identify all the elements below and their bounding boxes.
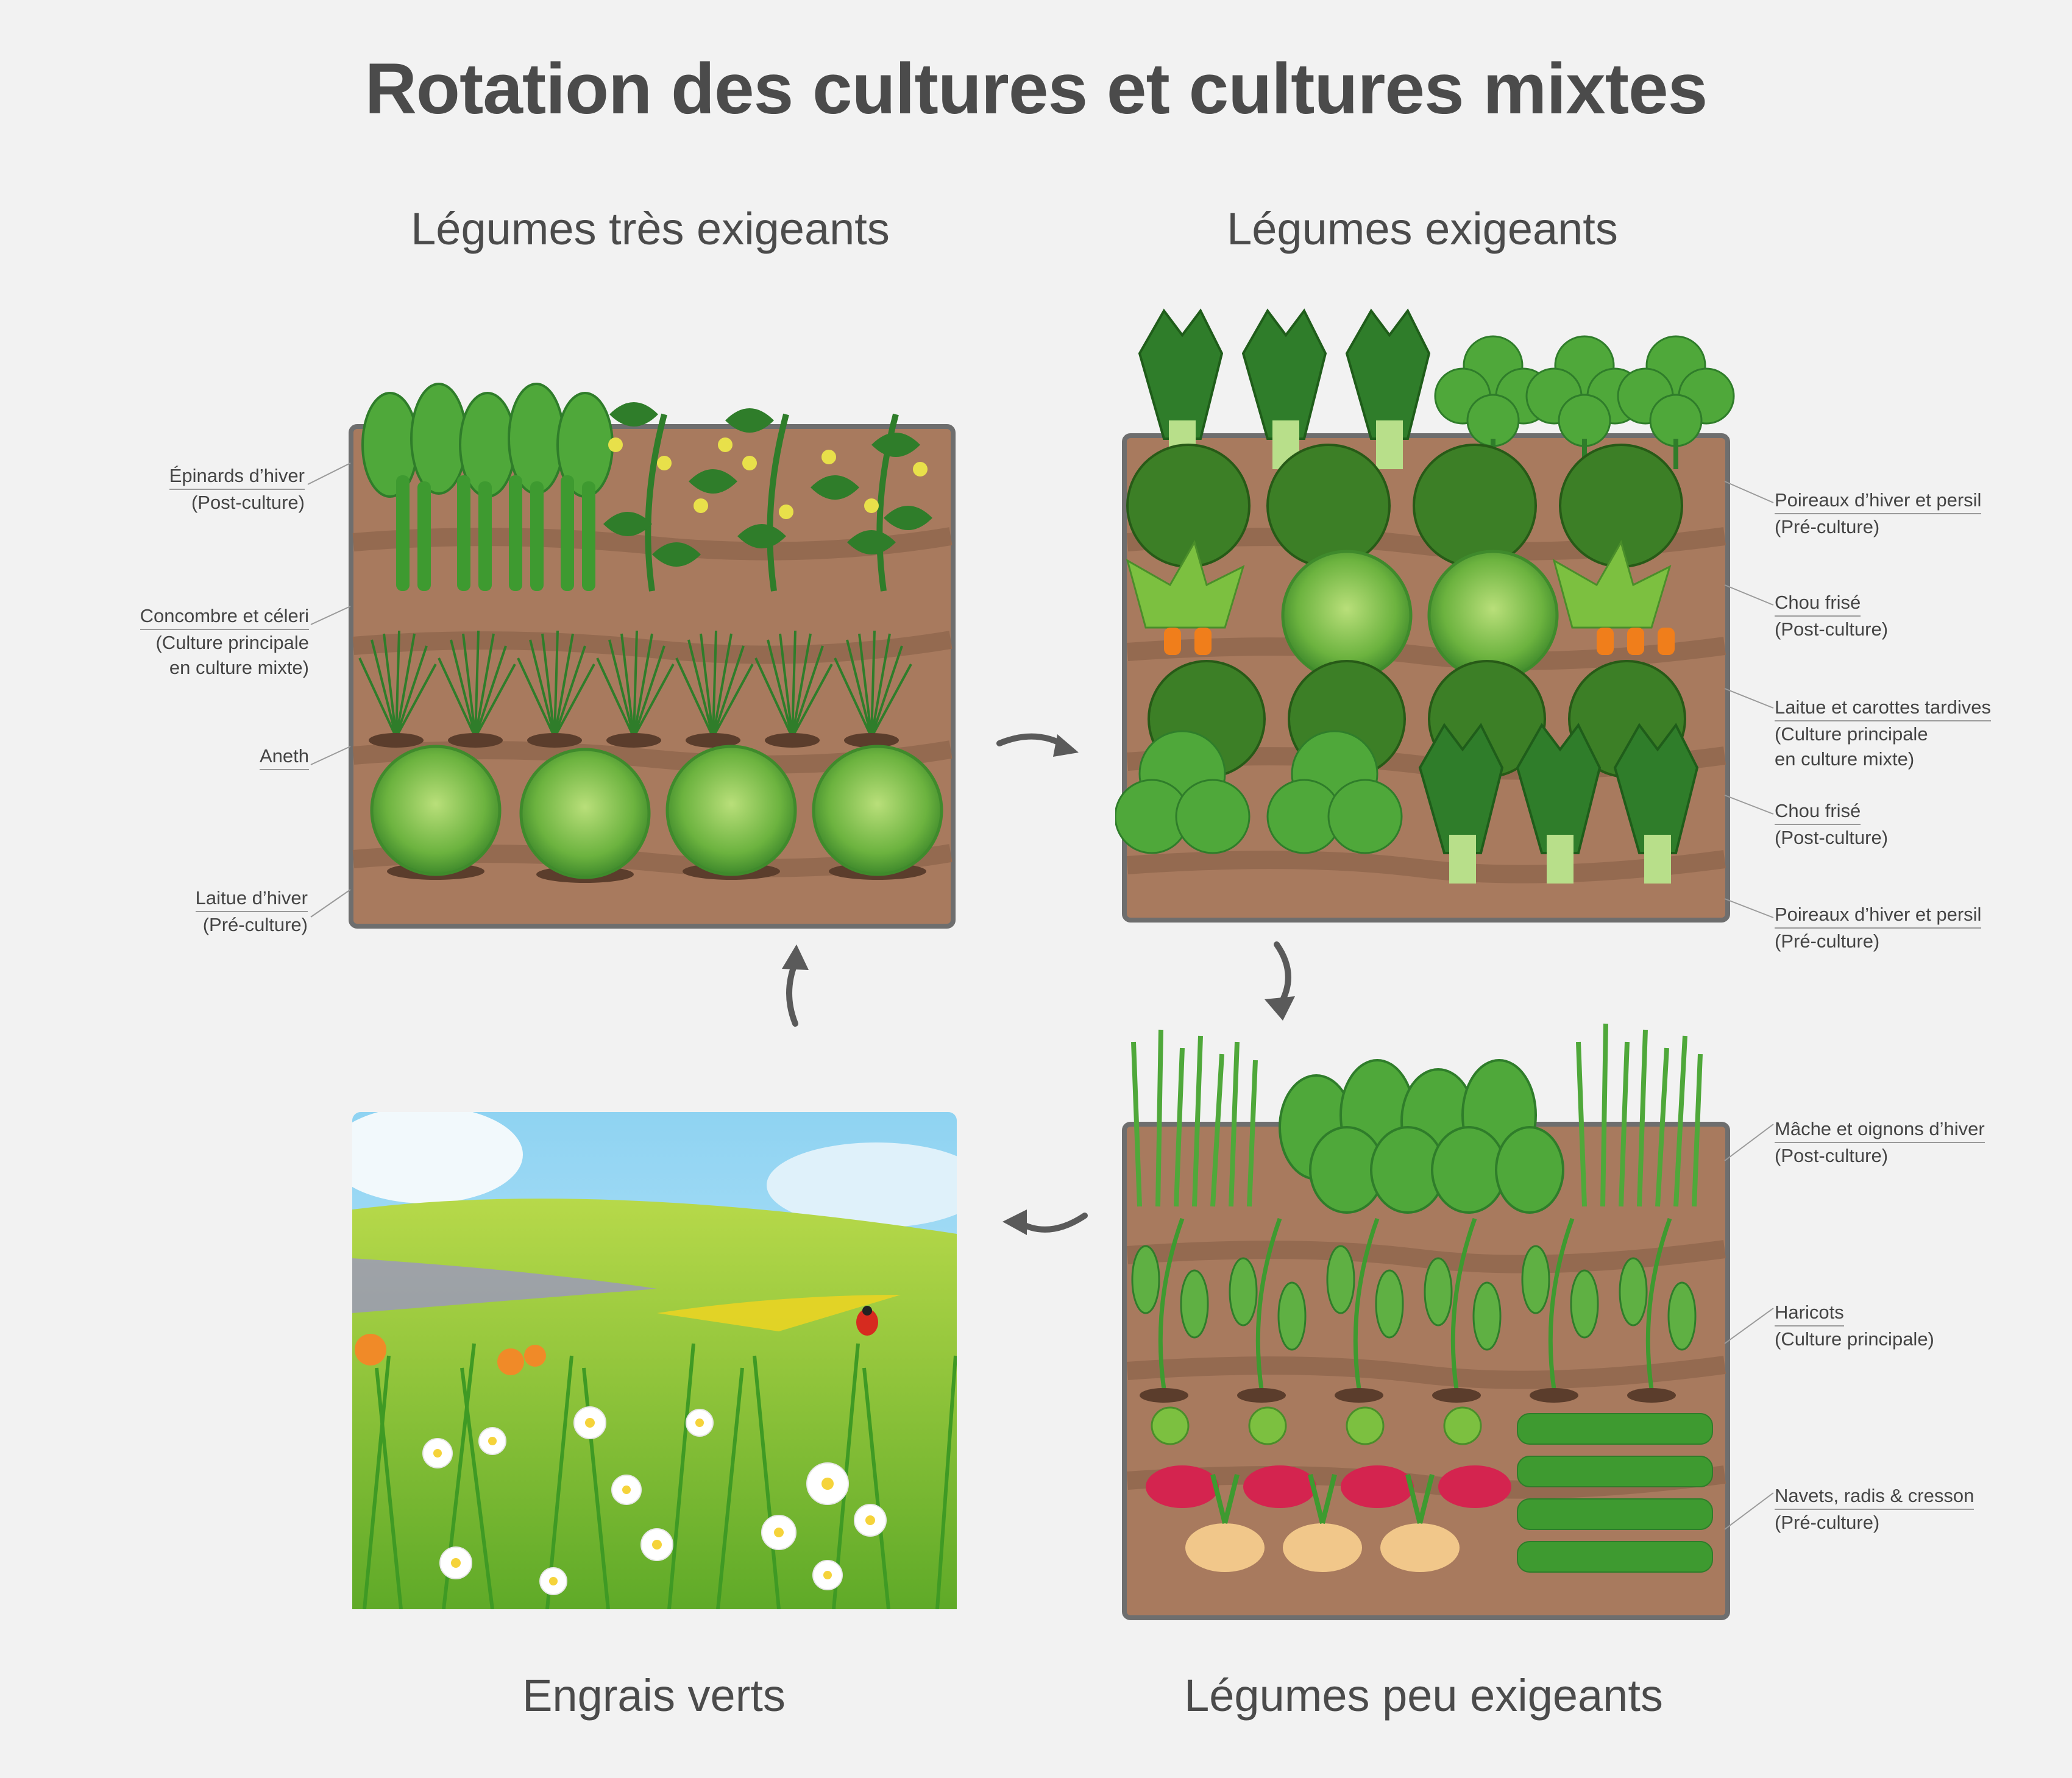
label-turnip-radish-cress: Navets, radis & cresson (Pré-culture) bbox=[1775, 1483, 1974, 1535]
heading-low-demanding: Légumes peu exigeants bbox=[1184, 1670, 1663, 1721]
label-kale-bottom: Chou frisé (Post-culture) bbox=[1775, 798, 1888, 850]
label-cucumber-celery: Concombre et céleri (Culture principale … bbox=[140, 603, 309, 680]
rotation-arrow-icon bbox=[782, 944, 809, 1027]
parsley-plant bbox=[1115, 730, 1403, 854]
label-winter-lettuce: Laitue d’hiver (Pré-culture) bbox=[195, 885, 308, 937]
label-lambs-lettuce-onions: Mâche et oignons d’hiver (Post-culture) bbox=[1775, 1116, 1985, 1168]
bean-plant bbox=[1131, 1217, 1697, 1403]
label-beans: Haricots (Culture principale) bbox=[1775, 1300, 1934, 1351]
dill-plant bbox=[358, 629, 912, 748]
label-leek-parsley-top: Poireaux d’hiver et persil (Pré-culture) bbox=[1775, 487, 1982, 539]
heading-green-manure: Engrais verts bbox=[522, 1670, 786, 1721]
label-kale-top: Chou frisé (Post-culture) bbox=[1775, 590, 1888, 642]
rotation-arrow-icon bbox=[996, 733, 1079, 757]
label-leek-parsley-bottom: Poireaux d’hiver et persil (Pré-culture) bbox=[1775, 902, 1982, 954]
bed-demanding bbox=[1115, 299, 1737, 932]
lettuce-plant bbox=[370, 745, 943, 883]
cress-plant bbox=[1517, 1413, 1713, 1573]
lettuce-plant bbox=[1281, 550, 1559, 681]
page-title: Rotation des cultures et cultures mixtes bbox=[364, 49, 1708, 129]
cucumber-plant bbox=[603, 402, 932, 592]
heading-very-demanding: Légumes très exigeants bbox=[411, 204, 890, 254]
kale-plant bbox=[1126, 444, 1683, 568]
parsley-plant bbox=[1434, 336, 1734, 469]
bed-low-demanding bbox=[1115, 975, 1737, 1627]
label-lettuce-carrots: Laitue et carottes tardives (Culture pri… bbox=[1775, 695, 1991, 771]
spinach-plant bbox=[361, 383, 614, 591]
ladybug-icon bbox=[856, 1306, 878, 1336]
carrot-plant bbox=[1126, 540, 1675, 655]
radish-plant bbox=[1146, 1406, 1511, 1508]
turnip-plant bbox=[1185, 1474, 1460, 1572]
label-spinach: Épinards d’hiver (Post-culture) bbox=[169, 463, 305, 515]
rotation-arrow-icon bbox=[1265, 941, 1295, 1021]
onion-plant bbox=[1131, 1023, 1703, 1207]
label-dill: Aneth bbox=[259, 743, 309, 770]
lambs-lettuce-plant bbox=[1279, 1059, 1564, 1214]
bed-very-demanding bbox=[347, 353, 957, 938]
heading-demanding: Légumes exigeants bbox=[1227, 204, 1618, 254]
rotation-arrow-icon bbox=[1002, 1210, 1088, 1235]
green-manure-meadow bbox=[352, 1112, 957, 1609]
